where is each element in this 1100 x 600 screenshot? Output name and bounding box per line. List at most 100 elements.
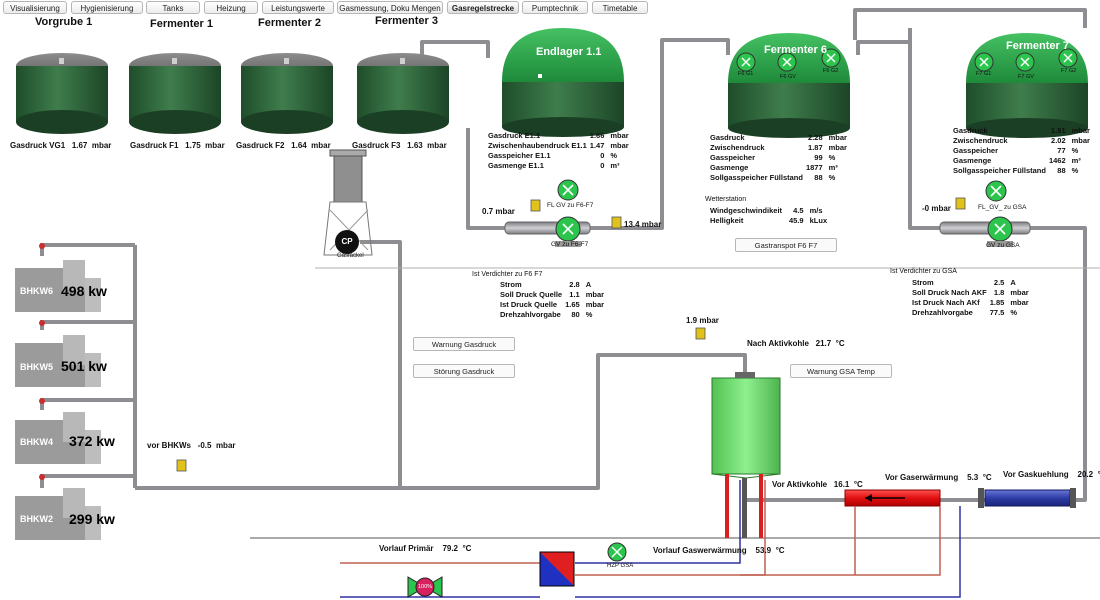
param-unit: mbar (1010, 288, 1029, 297)
param-label: Gasmenge (710, 163, 749, 172)
tank-title-fermenter3: Fermenter 3 (375, 15, 438, 27)
stoerung-gasdruck-button[interactable]: Störung Gasdruck (413, 364, 515, 378)
param-value: 88 (1057, 166, 1066, 175)
param-value: 1.65 (565, 300, 580, 309)
tab-visualisierung[interactable]: Visualisierung (3, 1, 67, 14)
verdichter-gsa-title: Ist Verdichter zu GSA (890, 268, 957, 275)
param-label: Windgeschwindikeit (710, 206, 783, 215)
bhkw5-name: BHKW5 (20, 362, 53, 372)
param-unit: % (610, 151, 618, 160)
param-value: 1.91 (1051, 126, 1066, 135)
verdichter-f6-title: Ist Verdichter zu F6 F7 (472, 271, 543, 278)
param-value: 77.5 (989, 308, 1005, 317)
param-label: Drehzahlvorgabe (912, 308, 973, 317)
tank-pressure-f2: Gasdruck F2 1.64 mbar (236, 141, 331, 150)
tab-heizung[interactable]: Heizung (204, 1, 258, 14)
tab-leistungswerte[interactable]: Leistungswerte (262, 1, 334, 14)
param-unit: mbar (585, 290, 605, 299)
param-unit: mbar (1010, 298, 1029, 307)
gastransport-button[interactable]: Gastranspot F6 F7 (735, 238, 837, 252)
tab-gasregelstrecke[interactable]: Gasregelstrecke (447, 1, 519, 14)
param-label: Sollgasspeicher Füllstand (710, 173, 803, 182)
fan-label-f7-g2: F7 G2 (1061, 68, 1077, 74)
tab-timetable[interactable]: Timetable (592, 1, 648, 14)
tab-pumptechnik[interactable]: Pumptechnik (522, 1, 588, 14)
param-label: Soll Druck Nach AKF (912, 288, 987, 297)
cp-pump-button[interactable]: CP (335, 230, 359, 254)
param-value: 1.8 (993, 288, 1005, 297)
fan-label-f6-g2: F6 G2 (823, 68, 839, 74)
old-tanks (16, 53, 449, 134)
param-value: 0 (600, 151, 605, 160)
bhkw5-power: 501 kw (61, 358, 107, 374)
param-row: Ist Druck Nach AKf 1.85 mbar (912, 298, 1032, 308)
param-row: Zwischendruck 1.87 mbar (710, 143, 850, 153)
tab-gasmessung[interactable]: Gasmessung, Doku Mengen (337, 1, 443, 14)
param-row: Drehzahlvorgabe 77.5% (912, 308, 1032, 318)
tank-title-vorgrube1: Vorgrube 1 (35, 16, 93, 28)
blower-f6-pressure-out: 13.4 mbar (624, 220, 662, 229)
valve-percent: 100% (418, 584, 433, 590)
warnung-gsa-temp-button[interactable]: Warnung GSA Temp (790, 364, 892, 378)
bhkw2-name: BHKW2 (20, 514, 53, 524)
param-label: Zwischendruck (710, 143, 765, 152)
fan-label-f7-g1: F7 G1 (976, 71, 992, 77)
param-unit: m³ (1071, 156, 1081, 165)
param-value: 0 (600, 161, 605, 170)
param-label: Drehzahlvorgabe (500, 310, 561, 319)
param-unit: mbar (1071, 126, 1090, 135)
param-value: 1.1 (569, 290, 580, 299)
param-value: 1.47 (589, 141, 605, 150)
hzp-pump (607, 542, 627, 562)
param-unit: mbar (828, 143, 847, 152)
param-unit: A (1010, 278, 1016, 287)
param-unit: % (1010, 308, 1018, 317)
bhkw4-power: 372 kw (69, 433, 115, 449)
dome-title-fermenter7: Fermenter 7 (1006, 40, 1069, 52)
tab-tanks[interactable]: Tanks (146, 1, 200, 14)
param-unit: mbar (610, 141, 629, 150)
dome-title-fermenter6: Fermenter 6 (764, 44, 827, 56)
aktivkohle-pressure: 1.9 mbar (686, 316, 719, 325)
param-label: Gasdruck E1.1 (488, 131, 541, 140)
param-label: Strom (912, 278, 934, 287)
param-value: 1.87 (808, 143, 823, 152)
param-unit: mbar (828, 133, 847, 142)
param-value: 1.85 (989, 298, 1005, 307)
param-value: 2.02 (1051, 136, 1066, 145)
param-label: Ist Druck Nach AKf (912, 298, 980, 307)
param-row: Soll Druck Nach AKF 1.8 mbar (912, 288, 1032, 298)
param-label: Sollgasspeicher Füllstand (953, 166, 1046, 175)
param-unit: m/s (809, 206, 823, 215)
warnung-gasdruck-button[interactable]: Warnung Gasdruck (413, 337, 515, 351)
param-unit: m³ (828, 163, 838, 172)
param-value: 1462 (1048, 156, 1066, 165)
vor-gaserwaermung-temp: Vor Gaserwärmung 5.3 °C (885, 473, 992, 482)
param-unit: m³ (610, 161, 620, 170)
blower-gsa-graphic (939, 180, 1031, 247)
water-lines (340, 480, 961, 598)
mixing-valve (407, 576, 443, 598)
param-unit: % (828, 153, 836, 162)
param-unit: mbar (585, 300, 605, 309)
param-unit: % (1071, 146, 1079, 155)
param-value: 80 (571, 310, 580, 319)
bhkw4-name: BHKW4 (20, 437, 53, 447)
tab-hygienisierung[interactable]: Hygienisierung (71, 1, 143, 14)
blower-gsa-pump-label: GV zu GSA (986, 242, 1020, 249)
